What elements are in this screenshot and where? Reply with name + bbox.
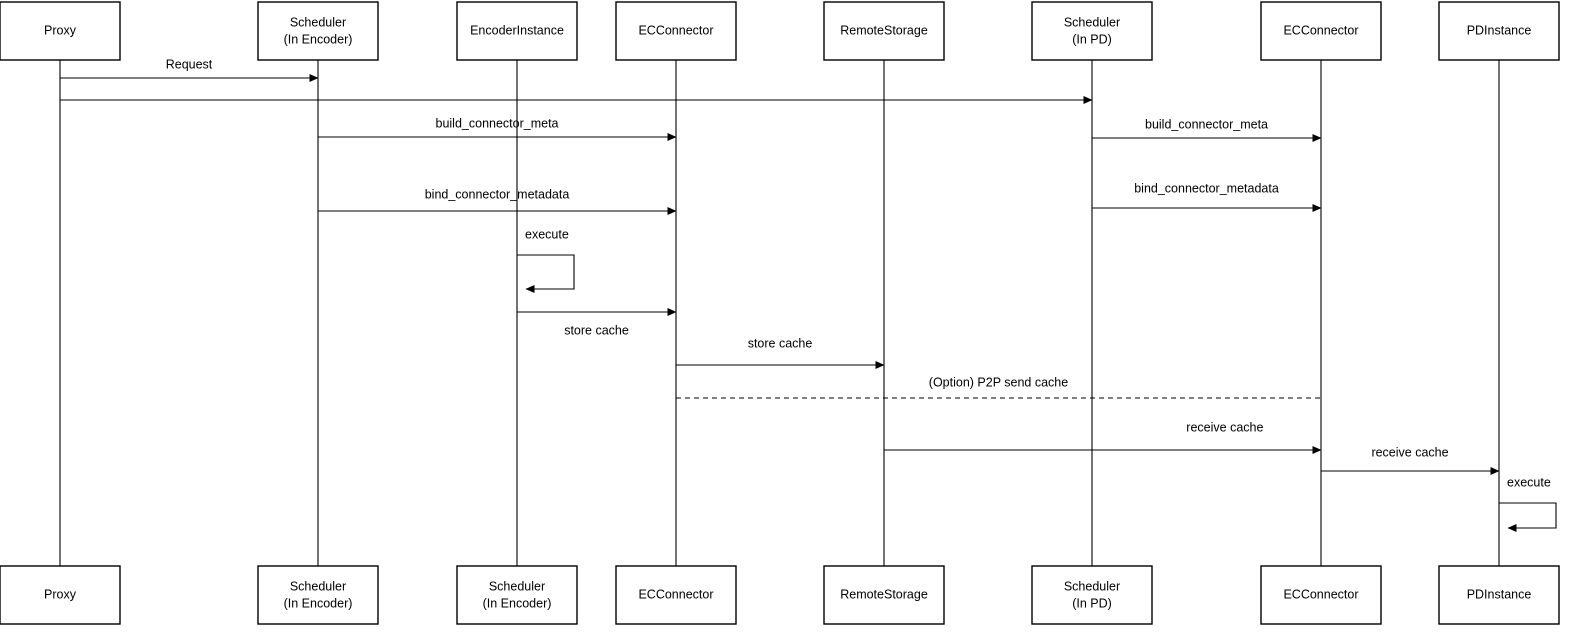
- self-message-label: execute: [525, 227, 569, 241]
- message-m11[interactable]: receive cache: [1321, 445, 1500, 475]
- participant-foot-rect: [456, 565, 578, 625]
- message-m7[interactable]: store cache: [517, 308, 677, 337]
- self-message-path: [1499, 502, 1557, 532]
- participant-head-label: RemoteStorage: [840, 23, 928, 37]
- message-label: build_connector_meta: [436, 116, 559, 130]
- participant-foot-label: Proxy: [44, 587, 77, 601]
- self-messages-group: execute execute: [517, 227, 1557, 532]
- participant-foot-label-line2: (In Encoder): [483, 596, 552, 610]
- participant-head-rect: [0, 1, 121, 61]
- participant-foot-pd_instance[interactable]: PDInstance: [1438, 565, 1560, 625]
- participant-foot-label-line1: Scheduler: [290, 579, 346, 593]
- message-label: store cache: [564, 323, 629, 337]
- self-message-label: execute: [1507, 475, 1551, 489]
- participant-foot-rect: [1031, 565, 1153, 625]
- message-label: build_connector_meta: [1145, 117, 1268, 131]
- participant-head-ec_connector_p[interactable]: ECConnector: [1260, 1, 1382, 61]
- participant-head-label-line2: (In PD): [1072, 32, 1112, 46]
- participant-foot-scheduler_enc[interactable]: Scheduler (In Encoder): [257, 565, 379, 625]
- participant-head-scheduler_pd[interactable]: Scheduler (In PD): [1031, 1, 1153, 61]
- participant-head-label: ECConnector: [1283, 23, 1358, 37]
- participant-foot-ec_connector_e[interactable]: ECConnector: [615, 565, 737, 625]
- participant-head-label: Proxy: [44, 23, 77, 37]
- message-m9[interactable]: (Option) P2P send cache: [676, 375, 1321, 399]
- participant-head-remote_storage[interactable]: RemoteStorage: [823, 1, 945, 61]
- message-m10[interactable]: receive cache: [884, 420, 1322, 454]
- participant-head-rect: [615, 1, 737, 61]
- message-label: (Option) P2P send cache: [929, 375, 1068, 389]
- participant-head-label: ECConnector: [638, 23, 713, 37]
- participant-head-encoder_inst[interactable]: EncoderInstance: [456, 1, 578, 61]
- participant-foot-rect: [257, 565, 379, 625]
- message-m8[interactable]: store cache: [676, 336, 885, 369]
- participant-foot-rect: [1438, 565, 1560, 625]
- participant-head-rect: [823, 1, 945, 61]
- self-message-path: [517, 254, 575, 293]
- participant-foot-proxy[interactable]: Proxy: [0, 565, 121, 625]
- messages-group: Request build_connector_meta build_connect…: [60, 57, 1500, 475]
- participant-head-ec_connector_e[interactable]: ECConnector: [615, 1, 737, 61]
- message-m4[interactable]: build_connector_meta: [1092, 117, 1322, 142]
- participant-foot-ec_connector_p[interactable]: ECConnector: [1260, 565, 1382, 625]
- participant-head-label-line2: (In Encoder): [284, 32, 353, 46]
- message-label: Request: [166, 57, 213, 71]
- participant-head-rect: [456, 1, 578, 61]
- message-m6[interactable]: bind_connector_metadata: [1092, 181, 1322, 212]
- participant-foot-label: PDInstance: [1467, 587, 1532, 601]
- participant-foot-scheduler_pd[interactable]: Scheduler (In PD): [1031, 565, 1153, 625]
- participant-head-pd_instance[interactable]: PDInstance: [1438, 1, 1560, 61]
- message-m3[interactable]: build_connector_meta: [318, 116, 677, 141]
- message-m1[interactable]: Request: [60, 57, 319, 82]
- message-label: store cache: [748, 336, 813, 350]
- participant-foot-label: ECConnector: [1283, 587, 1358, 601]
- participant-head-proxy[interactable]: Proxy: [0, 1, 121, 61]
- message-label: bind_connector_metadata: [1134, 181, 1279, 195]
- self-message-s1[interactable]: execute: [517, 227, 575, 293]
- participant-head-rect: [257, 1, 379, 61]
- message-label: receive cache: [1371, 445, 1448, 459]
- message-label: receive cache: [1186, 420, 1263, 434]
- participant-foot-label: ECConnector: [638, 587, 713, 601]
- participant-head-rect: [1438, 1, 1560, 61]
- participant-head-label: PDInstance: [1467, 23, 1532, 37]
- participant-foot-label-line2: (In Encoder): [284, 596, 353, 610]
- participant-foot-label-line1: Scheduler: [1064, 579, 1120, 593]
- participant-head-label-line1: Scheduler: [1064, 15, 1120, 29]
- participant-foot-rect: [0, 565, 121, 625]
- participant-head-scheduler_enc[interactable]: Scheduler (In Encoder): [257, 1, 379, 61]
- message-m5[interactable]: bind_connector_metadata: [318, 187, 677, 215]
- participant-foot-encoder_inst[interactable]: Scheduler (In Encoder): [456, 565, 578, 625]
- participant-head-rect: [1260, 1, 1382, 61]
- lifelines-group: [59, 60, 1500, 566]
- participant-head-rect: [1031, 1, 1153, 61]
- participant-head-label-line1: Scheduler: [290, 15, 346, 29]
- participant-foot-remote_storage[interactable]: RemoteStorage: [823, 565, 945, 625]
- participant-head-label: EncoderInstance: [470, 23, 564, 37]
- participant-foot-label-line2: (In PD): [1072, 596, 1112, 610]
- message-label: bind_connector_metadata: [425, 187, 570, 201]
- foot-boxes-group: Proxy Scheduler (In Encoder) Scheduler (In E…: [0, 565, 1560, 625]
- head-boxes-group: Proxy Scheduler (In Encoder) EncoderInstanc…: [0, 1, 1560, 61]
- participant-foot-rect: [1260, 565, 1382, 625]
- participant-foot-rect: [823, 565, 945, 625]
- participant-foot-label-line1: Scheduler: [489, 579, 545, 593]
- participant-foot-rect: [615, 565, 737, 625]
- participant-foot-label: RemoteStorage: [840, 587, 928, 601]
- self-message-s2[interactable]: execute: [1499, 475, 1557, 532]
